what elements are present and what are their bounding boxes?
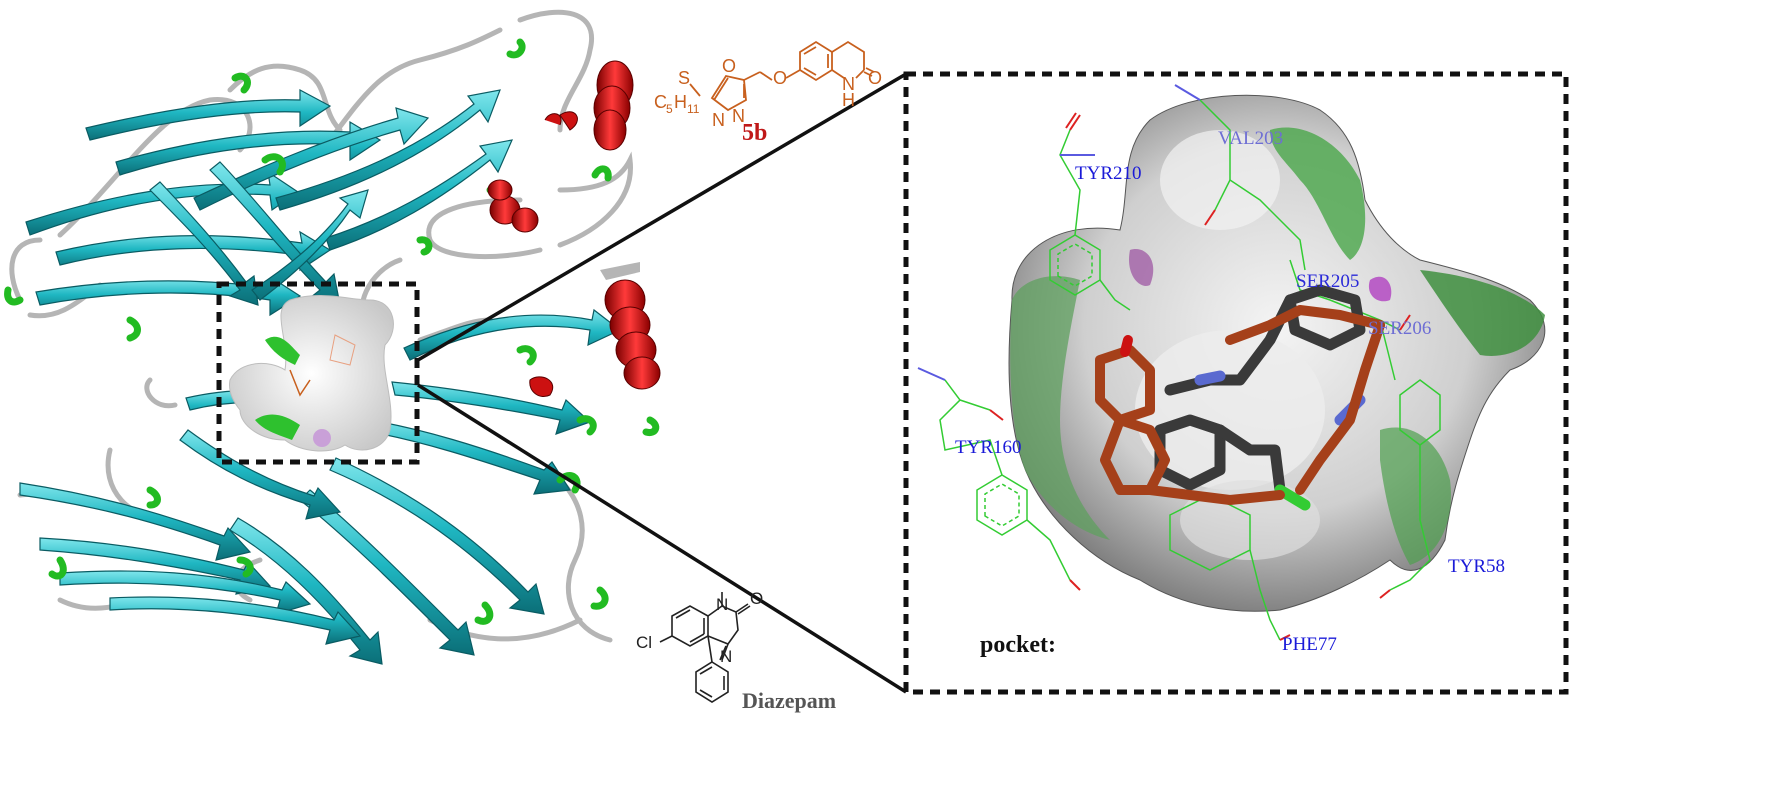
atom-cl: Cl (636, 633, 652, 652)
compound-5b-structure (689, 40, 875, 112)
helix-small (487, 179, 539, 233)
atom-n1: N (712, 110, 725, 130)
substituent-c-sub: 5 (666, 102, 673, 116)
helix-right (529, 262, 661, 397)
atom-n-imine: N (720, 647, 732, 666)
pocket-title: pocket: (980, 632, 1056, 658)
atom-o-diazepam: O (750, 589, 763, 608)
diazepam-name: Diazepam (742, 688, 836, 713)
residue-heteroatoms (917, 84, 1411, 641)
atom-nh-h: H (842, 90, 855, 110)
atom-n-methyl: N (716, 595, 728, 614)
atom-o-ring: O (722, 56, 736, 76)
atom-n2: N (732, 106, 745, 126)
alpha-helices (487, 60, 661, 397)
residue-labels: VAL203 TYR210 SER205 SER206 TYR160 TYR58… (955, 128, 1505, 655)
residue-label-ser205: SER205 (1296, 271, 1359, 292)
protein-ribbon (4, 9, 661, 665)
atom-o-carbonyl: O (868, 68, 882, 88)
residue-label-val203: VAL203 (1218, 128, 1283, 149)
residue-label-phe77: PHE77 (1282, 634, 1337, 655)
diazepam-structure (659, 592, 751, 703)
atom-nh-n: N (842, 74, 855, 94)
atom-o-ether: O (773, 68, 787, 88)
helix-top (544, 60, 634, 151)
substituent-c: C (654, 92, 667, 112)
atom-s: S (678, 68, 690, 88)
compound-5b-pose (1095, 305, 1385, 505)
residue-wires (939, 99, 1441, 641)
zoom-line-bottom (417, 383, 907, 694)
residue-label-tyr210: TYR210 (1075, 163, 1142, 184)
pocket-surface (1008, 94, 1546, 612)
residue-label-tyr160: TYR160 (955, 437, 1022, 458)
zoom-line-top (417, 72, 907, 362)
substituent-h: H (674, 92, 687, 112)
turns (4, 38, 660, 625)
pocket-highlight-box (216, 281, 420, 465)
diazepam-labels: N O N Cl (636, 589, 763, 666)
residue-label-ser206: SER206 (1368, 318, 1431, 339)
substituent-h-sub: 11 (687, 102, 700, 116)
protein-pocket-surface (229, 295, 394, 452)
residue-label-tyr58: TYR58 (1448, 556, 1505, 577)
compound-5b-labels: S C 5 H 11 O N N O O N H (654, 56, 882, 130)
compound-5b-name: 5b (742, 120, 767, 146)
